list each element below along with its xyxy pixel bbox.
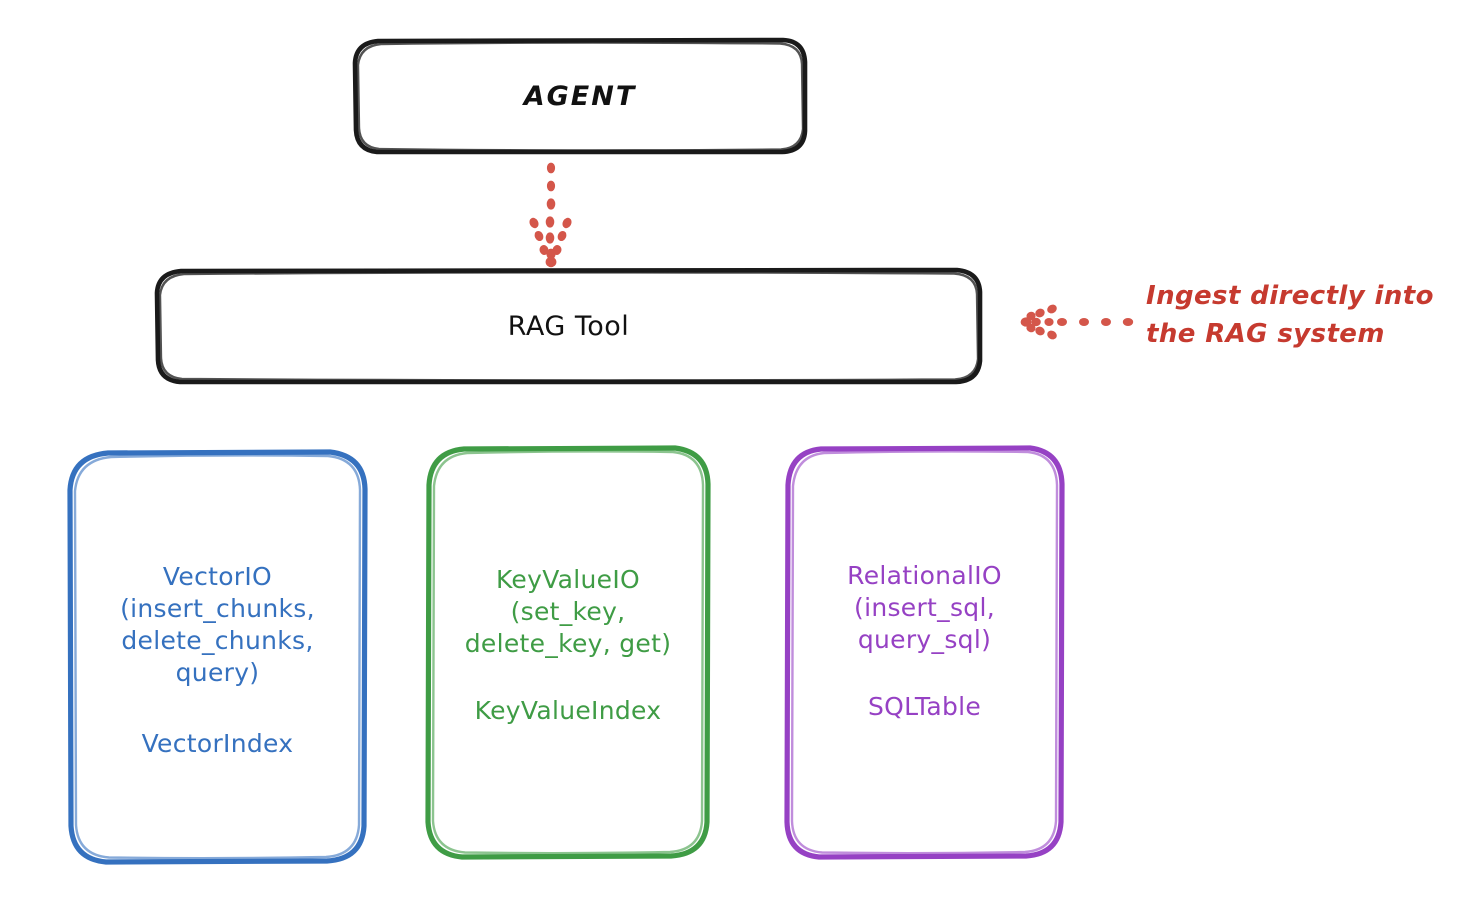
agent-box-outline [352,37,808,155]
ingest-note-connector [1020,304,1134,340]
vectorio-box-outline [67,449,368,865]
keyvalueio-box-outline [425,445,711,860]
rag-tool-box-outline [154,267,983,385]
agent-to-rag-connector [529,162,572,268]
relationalio-box-outline [784,445,1065,860]
